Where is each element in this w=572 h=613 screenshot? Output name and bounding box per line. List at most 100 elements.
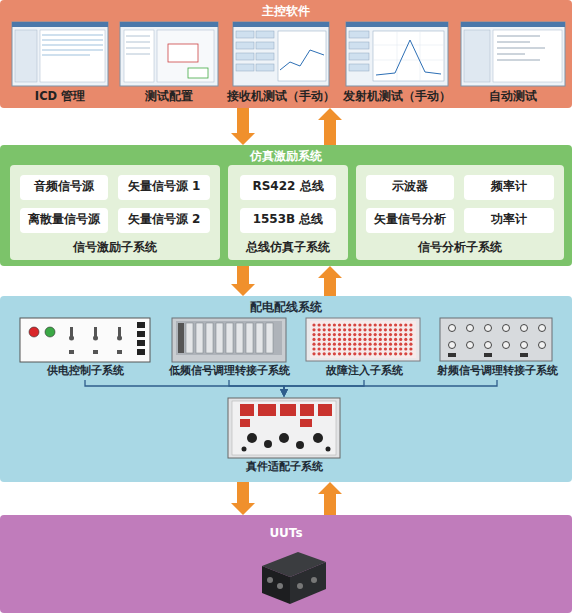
fault-dot xyxy=(363,333,366,336)
fault-dot xyxy=(409,333,412,336)
fault-dot xyxy=(404,352,407,355)
node-label: 发射机测试（手动） xyxy=(336,86,458,104)
fault-dot xyxy=(389,338,392,341)
fault-dot xyxy=(333,347,336,350)
screenshot-transmitter xyxy=(346,22,448,86)
fault-dot xyxy=(379,352,382,355)
fault-dot xyxy=(384,328,387,331)
fault-dot xyxy=(369,352,372,355)
fault-dot xyxy=(374,328,377,331)
band-node: 配电配线系统供电控制子系统低频信号调理转接子系统故障注入子系统射频信号调理转接子… xyxy=(0,296,572,482)
fault-dot xyxy=(384,323,387,326)
fault-dot xyxy=(379,333,382,336)
fault-dot xyxy=(409,328,412,331)
fault-dot xyxy=(409,347,412,350)
fault-dot xyxy=(379,338,382,341)
fault-dot xyxy=(323,333,326,336)
fault-dot xyxy=(384,338,387,341)
node-label: ICD 管理 xyxy=(2,86,118,104)
fault-dot xyxy=(343,343,346,346)
fault-dot xyxy=(318,338,321,341)
fault-dot xyxy=(338,347,341,350)
fault-dot xyxy=(409,338,412,341)
node-label: 频率计 xyxy=(458,175,560,195)
screenshot-auto xyxy=(461,22,565,86)
flow-arrow xyxy=(318,482,342,515)
fault-dot xyxy=(374,343,377,346)
fault-dot xyxy=(343,323,346,326)
fault-dot xyxy=(358,347,361,350)
fault-dot xyxy=(323,343,326,346)
fault-dot xyxy=(394,333,397,336)
fault-dot xyxy=(363,323,366,326)
fault-dot xyxy=(399,333,402,336)
fault-dot xyxy=(333,352,336,355)
fault-dot xyxy=(358,343,361,346)
fault-dot xyxy=(348,328,351,331)
fault-dot xyxy=(312,343,315,346)
item-node: 离散量信号源 xyxy=(20,208,108,233)
fault-dot xyxy=(328,323,331,326)
fault-dot xyxy=(333,333,336,336)
device-node: 供电控制子系统 xyxy=(15,316,155,380)
fault-dot xyxy=(369,323,372,326)
fault-dot xyxy=(328,352,331,355)
fault-dot xyxy=(353,338,356,341)
fault-dot xyxy=(338,343,341,346)
signal-wire xyxy=(284,380,497,396)
item-node: 矢量信号源 1 xyxy=(118,175,210,200)
flow-arrow xyxy=(318,108,342,145)
fault-dot xyxy=(358,333,361,336)
fault-dot xyxy=(353,328,356,331)
fault-dot xyxy=(358,352,361,355)
screenshot-icd xyxy=(12,22,108,86)
screenshot-receiver xyxy=(233,22,329,86)
fault-dot xyxy=(318,328,321,331)
fault-dot xyxy=(348,352,351,355)
fault-dot xyxy=(353,352,356,355)
device-node: 射频信号调理转接子系统 xyxy=(434,316,560,380)
fault-dot xyxy=(374,323,377,326)
fault-dot xyxy=(353,343,356,346)
fault-dot xyxy=(358,323,361,326)
node-label: 故障注入子系统 xyxy=(294,360,434,378)
item-node: 矢量信号源 2 xyxy=(118,208,210,233)
item-node: 功率计 xyxy=(464,208,554,233)
fault-dot xyxy=(348,333,351,336)
fault-dot xyxy=(389,333,392,336)
item-node: 音频信号源 xyxy=(20,175,108,200)
adapter-panel xyxy=(228,398,340,458)
power-panel xyxy=(20,318,150,362)
panel-node: 总线仿真子系统RS422 总线1553B 总线 xyxy=(228,165,348,260)
fault-dot xyxy=(399,347,402,350)
fault-dot xyxy=(384,352,387,355)
fault-dot xyxy=(343,347,346,350)
screenshot-config xyxy=(120,22,218,86)
fault-dot xyxy=(328,328,331,331)
band-title: 主控软件 xyxy=(0,0,572,20)
fault-dot xyxy=(369,343,372,346)
flow-arrow xyxy=(231,108,255,145)
fault-dot xyxy=(323,352,326,355)
fault-dot xyxy=(333,338,336,341)
node-label: 真件适配子系统 xyxy=(216,456,352,474)
fault-dot xyxy=(389,328,392,331)
fault-dot xyxy=(363,338,366,341)
node-label: 供电控制子系统 xyxy=(9,360,161,378)
node-label: 离散量信号源 xyxy=(14,208,114,228)
fault-dot xyxy=(399,338,402,341)
band-title: UUTs xyxy=(0,523,572,540)
fault-dot xyxy=(312,347,315,350)
fault-dot xyxy=(379,347,382,350)
fault-dot xyxy=(323,323,326,326)
node-label: 信号分析子系统 xyxy=(350,237,570,255)
fault-dot xyxy=(394,338,397,341)
fault-dot xyxy=(404,328,407,331)
fault-dot xyxy=(394,328,397,331)
fault-dot xyxy=(374,333,377,336)
fault-dot xyxy=(369,328,372,331)
fault-dot xyxy=(318,333,321,336)
signal-wire xyxy=(229,380,284,396)
fault-dot xyxy=(404,323,407,326)
fault-dot xyxy=(312,323,315,326)
